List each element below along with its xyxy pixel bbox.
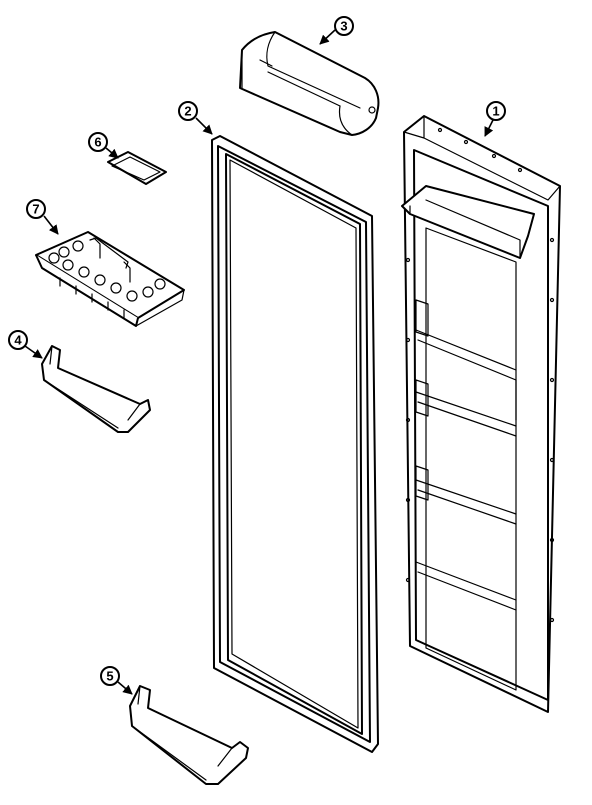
callout-4-label: 4	[14, 333, 22, 348]
part-3-top-cover	[239, 31, 380, 136]
callout-5: 5	[100, 666, 133, 695]
callout-7: 7	[26, 199, 59, 235]
part-1-door-liner	[401, 115, 561, 713]
callout-3: 3	[319, 16, 354, 45]
part-4-door-bin	[41, 345, 151, 433]
callout-4: 4	[8, 330, 43, 359]
callout-6-label: 6	[94, 135, 101, 150]
callout-1-label: 1	[492, 104, 499, 119]
part-5-door-bin	[129, 685, 249, 785]
callout-1: 1	[484, 101, 506, 137]
callout-2-label: 2	[184, 104, 191, 119]
callout-5-label: 5	[106, 669, 113, 684]
callout-3-label: 3	[340, 19, 347, 34]
part-7-egg-tray	[35, 231, 185, 327]
part-6-clip	[107, 151, 167, 185]
callout-6: 6	[88, 132, 119, 159]
part-2-door-gasket	[211, 135, 379, 753]
callout-7-label: 7	[32, 202, 39, 217]
callout-2: 2	[178, 101, 213, 135]
